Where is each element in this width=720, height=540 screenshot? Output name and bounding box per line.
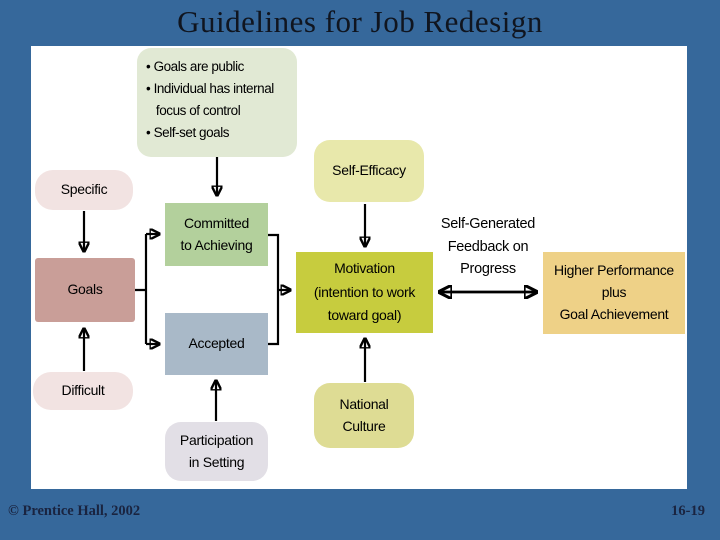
slide-number: 16-19	[671, 503, 705, 519]
motivation-node: Motivation (intention to work toward goa…	[296, 252, 433, 333]
self-efficacy-node: Self-Efficacy	[314, 140, 424, 202]
slide-title: Guidelines for Job Redesign	[177, 4, 543, 39]
committed-to-achieving-node: Committed to Achieving	[165, 203, 268, 266]
higher-performance-node: Higher Performance plus Goal Achievement	[543, 252, 685, 334]
accepted-node: Accepted	[165, 313, 268, 375]
copyright-text: © Prentice Hall, 2002	[8, 503, 141, 519]
goals-node: Goals	[35, 258, 135, 322]
specific-node: Specific	[35, 170, 133, 210]
participation-in-setting-node: Participation in Setting	[165, 422, 268, 481]
national-culture-node: National Culture	[314, 383, 414, 448]
goal-setting-conditions-box: • Goals are public • Individual has inte…	[137, 48, 297, 157]
difficult-node: Difficult	[33, 372, 133, 410]
self-generated-feedback-label: Self-Generated Feedback on Progress	[440, 216, 536, 278]
